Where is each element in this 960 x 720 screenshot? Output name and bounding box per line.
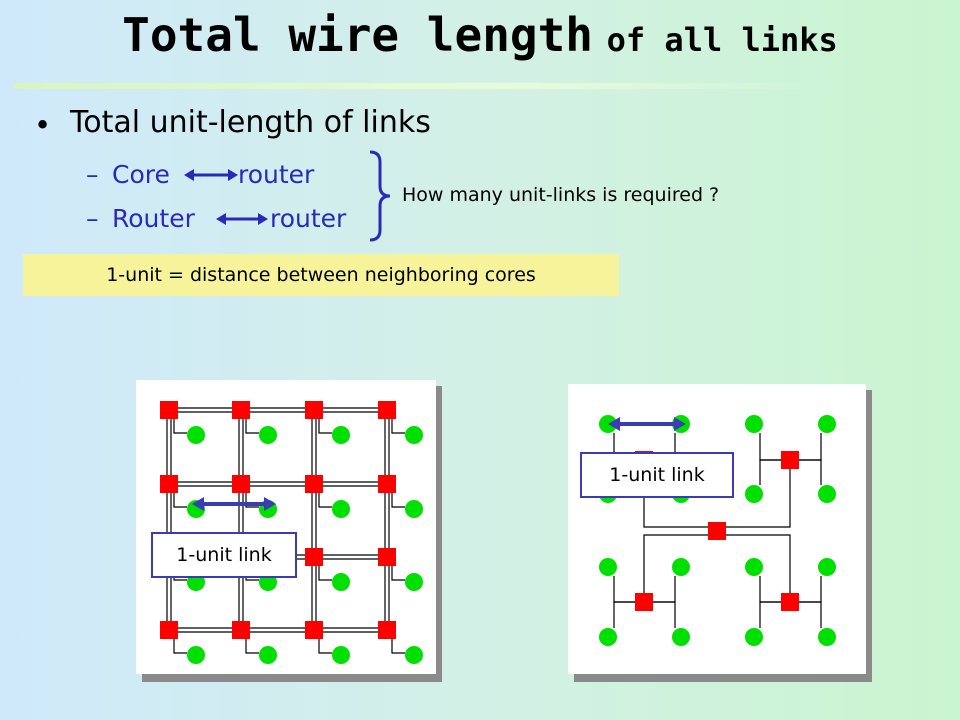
- core-node: [259, 646, 277, 664]
- slide-title: Total wire length of all links: [0, 8, 960, 62]
- link-wire: [318, 493, 332, 508]
- core-node: [818, 558, 836, 576]
- subitem-1-from: Core: [112, 160, 170, 189]
- link-wire: [643, 534, 708, 593]
- link-wire: [318, 566, 332, 581]
- subitem-2-from: Router: [112, 204, 195, 233]
- link-wire: [173, 639, 187, 654]
- core-node: [405, 500, 423, 518]
- core-node: [332, 646, 350, 664]
- router-node: [160, 621, 178, 639]
- link-wire: [759, 601, 784, 628]
- link-wire: [613, 601, 638, 628]
- link-wire: [245, 419, 259, 434]
- link-wire: [391, 639, 405, 654]
- core-node: [599, 628, 617, 646]
- link-wire: [796, 459, 822, 485]
- core-node: [818, 485, 836, 503]
- arrowhead-icon: [674, 417, 686, 431]
- link-wire: [759, 459, 784, 485]
- router-node: [635, 593, 653, 611]
- link-wire: [726, 534, 791, 593]
- double-arrow-icon: [216, 213, 268, 225]
- right-brace-icon: [369, 150, 391, 242]
- core-node: [818, 415, 836, 433]
- arrowhead-icon: [192, 497, 204, 511]
- mesh-unit-link-label: 1-unit link: [151, 532, 297, 578]
- definition-box: 1-unit = distance between neighboring co…: [23, 254, 619, 296]
- router-node: [305, 401, 323, 419]
- arrowhead-icon: [264, 497, 276, 511]
- link-wire: [796, 601, 822, 628]
- router-node: [378, 401, 396, 419]
- core-node: [818, 628, 836, 646]
- link-wire: [173, 493, 187, 508]
- core-node: [745, 558, 763, 576]
- core-node: [405, 573, 423, 591]
- bullet-text: Total unit-length of links: [70, 105, 431, 140]
- router-node: [781, 593, 799, 611]
- router-node: [378, 548, 396, 566]
- router-node: [305, 475, 323, 493]
- core-node: [332, 500, 350, 518]
- link-wire: [650, 601, 676, 628]
- core-node: [405, 426, 423, 444]
- mesh-diagram: [136, 380, 442, 682]
- subitem-1-to: router: [238, 160, 315, 189]
- link-wire: [391, 493, 405, 508]
- subitem-dash: –: [86, 204, 99, 233]
- core-node: [259, 426, 277, 444]
- title-main: Total wire length: [122, 8, 593, 62]
- tree-unit-link-label: 1-unit link: [580, 452, 734, 498]
- core-node: [745, 485, 763, 503]
- router-node: [378, 475, 396, 493]
- router-node: [305, 621, 323, 639]
- router-node: [160, 475, 178, 493]
- core-node: [745, 415, 763, 433]
- core-node: [599, 558, 617, 576]
- core-node: [672, 628, 690, 646]
- link-wire: [391, 566, 405, 581]
- link-wire: [173, 419, 187, 434]
- router-node: [305, 548, 323, 566]
- bullet-marker: •: [34, 108, 52, 142]
- double-arrow-icon: [184, 169, 238, 181]
- router-node: [160, 401, 178, 419]
- arrowhead-icon: [608, 417, 620, 431]
- core-node: [332, 426, 350, 444]
- subitem-2-to: router: [270, 204, 347, 233]
- link-wire: [245, 639, 259, 654]
- link-wire: [391, 419, 405, 434]
- router-node: [232, 401, 250, 419]
- router-node: [232, 475, 250, 493]
- core-node: [187, 426, 205, 444]
- subitem-dash: –: [86, 160, 99, 189]
- core-node: [187, 646, 205, 664]
- link-wire: [318, 639, 332, 654]
- link-wire: [318, 419, 332, 434]
- core-node: [745, 628, 763, 646]
- title-underline: [14, 83, 834, 89]
- core-node: [405, 646, 423, 664]
- router-node: [378, 621, 396, 639]
- router-node: [232, 621, 250, 639]
- tree-diagram: [568, 384, 872, 682]
- core-node: [672, 558, 690, 576]
- link-wire: [726, 469, 791, 528]
- core-node: [332, 573, 350, 591]
- question-text: How many unit-links is required ?: [402, 184, 720, 206]
- title-suffix: of all links: [606, 21, 838, 59]
- router-node: [708, 522, 726, 540]
- link-wire: [245, 493, 259, 508]
- router-node: [781, 451, 799, 469]
